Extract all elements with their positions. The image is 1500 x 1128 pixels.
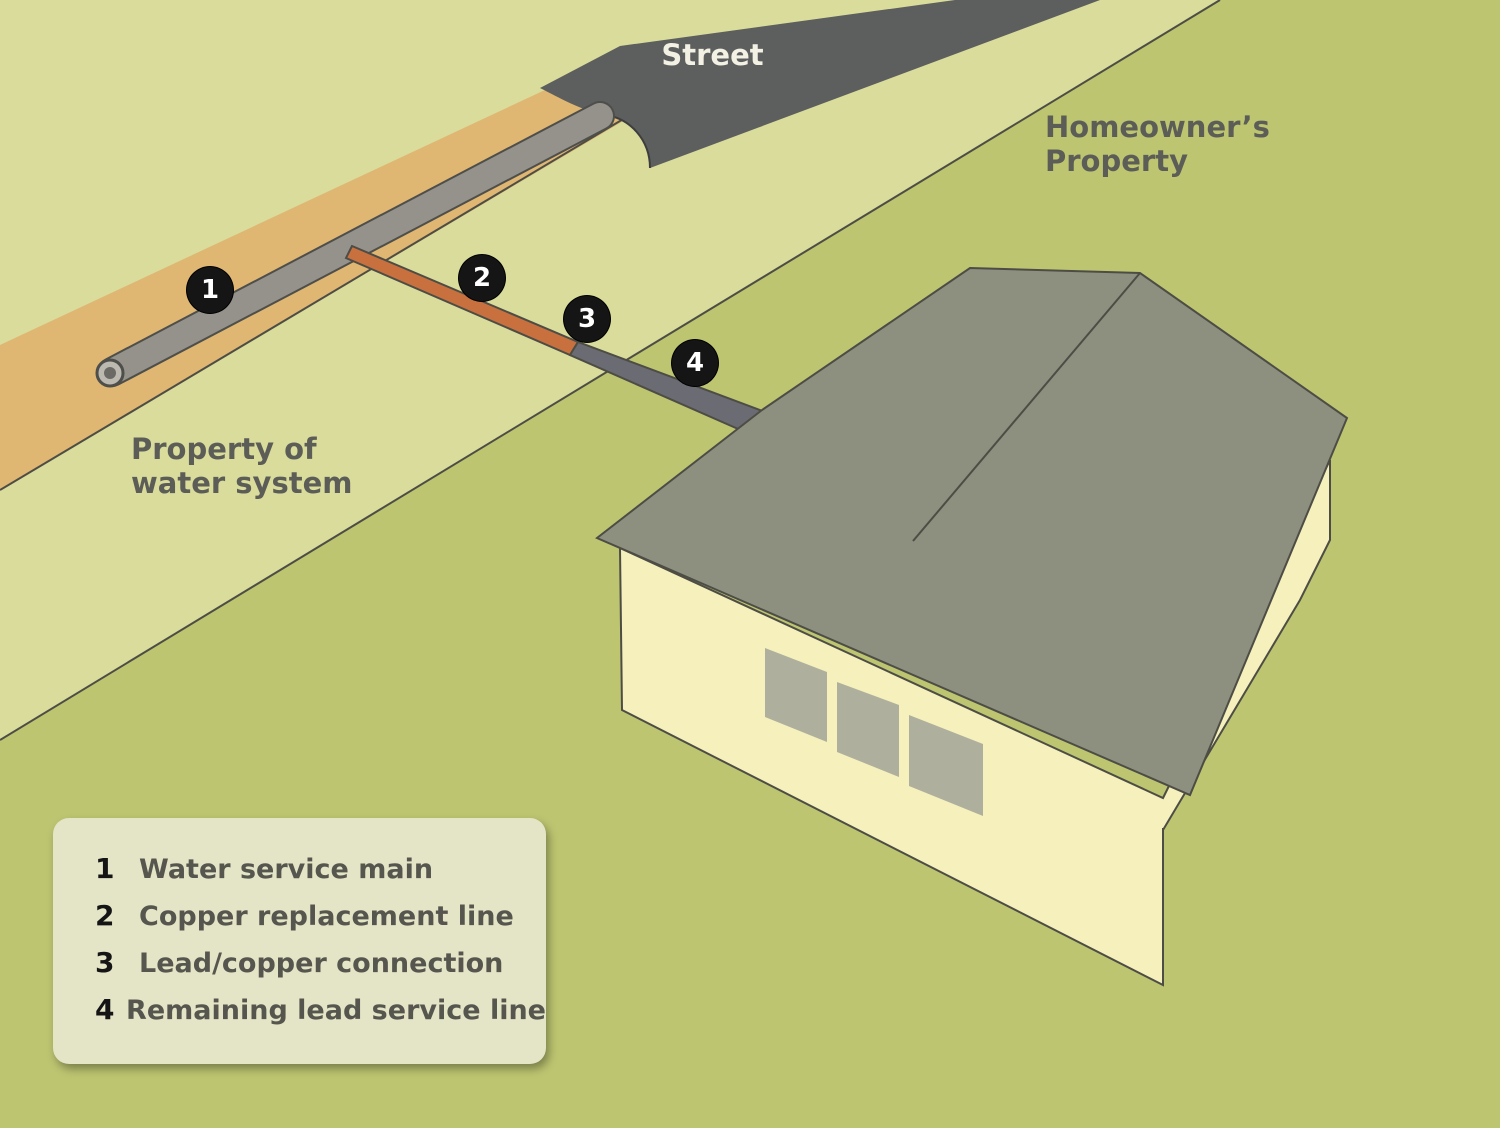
legend-text: Lead/copper connection — [139, 948, 504, 979]
legend-item: 3 Lead/copper connection — [95, 946, 546, 993]
marker-1: 1 — [187, 267, 233, 313]
homeowner-property-line-2: Property — [1045, 144, 1188, 178]
legend-number: 4 — [95, 993, 115, 1026]
water-main-opening — [104, 367, 116, 379]
window-2 — [837, 682, 899, 777]
water-system-property-label: Property of water system — [131, 432, 352, 500]
water-system-property-line-1: Property of — [131, 432, 317, 466]
window-3 — [909, 715, 983, 816]
marker-4: 4 — [672, 340, 718, 386]
street-surface — [540, 0, 1100, 168]
legend-text: Remaining lead service line — [126, 995, 546, 1026]
legend-list: 1 Water service main 2 Copper replacemen… — [53, 818, 546, 1040]
street-label-text: Street — [661, 38, 764, 72]
legend-number: 3 — [95, 946, 115, 979]
legend-item: 4 Remaining lead service line — [95, 993, 546, 1040]
legend-box: 1 Water service main 2 Copper replacemen… — [53, 818, 546, 1064]
marker-3: 3 — [564, 296, 610, 342]
homeowner-property-line-1: Homeowner’s — [1045, 110, 1270, 144]
street-label: Street — [640, 38, 785, 72]
legend-item: 2 Copper replacement line — [95, 899, 546, 946]
window-1 — [765, 648, 827, 742]
roof-ridge — [912, 272, 1141, 542]
water-main-pipe — [99, 103, 613, 385]
marker-2: 2 — [459, 255, 505, 301]
homeowner-property-label: Homeowner’s Property — [1045, 110, 1270, 178]
legend-number: 1 — [95, 852, 115, 885]
legend-text: Water service main — [139, 854, 434, 885]
water-system-property-line-2: water system — [131, 466, 353, 500]
legend-number: 2 — [95, 899, 115, 932]
legend-item: 1 Water service main — [95, 852, 546, 899]
legend-text: Copper replacement line — [139, 901, 514, 932]
trench-edge-line — [0, 117, 626, 491]
